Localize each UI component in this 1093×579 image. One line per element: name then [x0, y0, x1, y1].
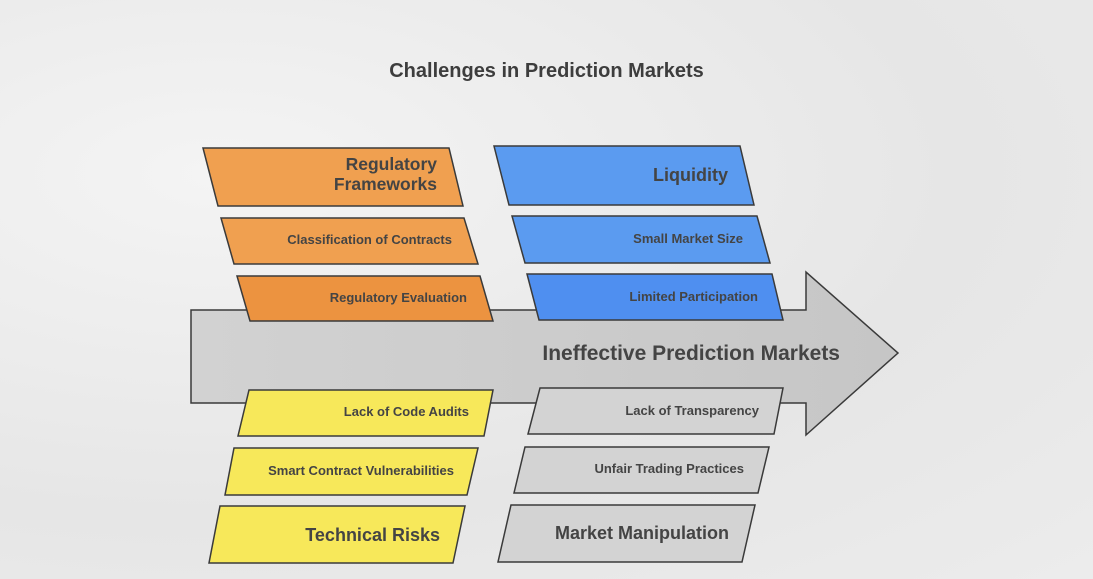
mm-cause-2-label: Lack of Transparency	[625, 403, 759, 418]
tech-cause-2-label: Lack of Code Audits	[343, 404, 469, 419]
tech-cause-1-label: Smart Contract Vulnerabilities	[268, 463, 454, 478]
reg-cause-2-box	[236, 275, 494, 322]
reg-cause-1-box	[220, 217, 480, 265]
mm-cause-1-label: Unfair Trading Practices	[594, 461, 744, 476]
reg-head-box	[202, 147, 464, 207]
liq-cause-2-label: Limited Participation	[629, 289, 758, 304]
reg-cause-2-label: Regulatory Evaluation	[329, 290, 467, 305]
liq-cause-2-box	[526, 273, 784, 321]
reg-head-label: Regulatory Frameworks	[333, 154, 437, 195]
mm-cause-1-box	[513, 446, 770, 494]
mm-head-label: Market Manipulation	[554, 523, 729, 543]
tech-cause-2-box	[237, 389, 494, 437]
diagram-title: Challenges in Prediction Markets	[389, 60, 704, 82]
liq-cause-1-box	[511, 215, 771, 264]
liq-head-box	[493, 145, 755, 206]
tech-head-label: Technical Risks	[305, 525, 440, 545]
mm-head-box	[497, 504, 756, 563]
mm-cause-2-box	[527, 387, 784, 435]
spine-label: Ineffective Prediction Markets	[542, 342, 840, 365]
tech-head-box	[208, 505, 466, 564]
liq-head-label: Liquidity	[653, 165, 728, 185]
tech-cause-1-box	[224, 447, 479, 496]
liq-cause-1-label: Small Market Size	[633, 231, 743, 246]
reg-cause-1-label: Classification of Contracts	[287, 232, 452, 247]
